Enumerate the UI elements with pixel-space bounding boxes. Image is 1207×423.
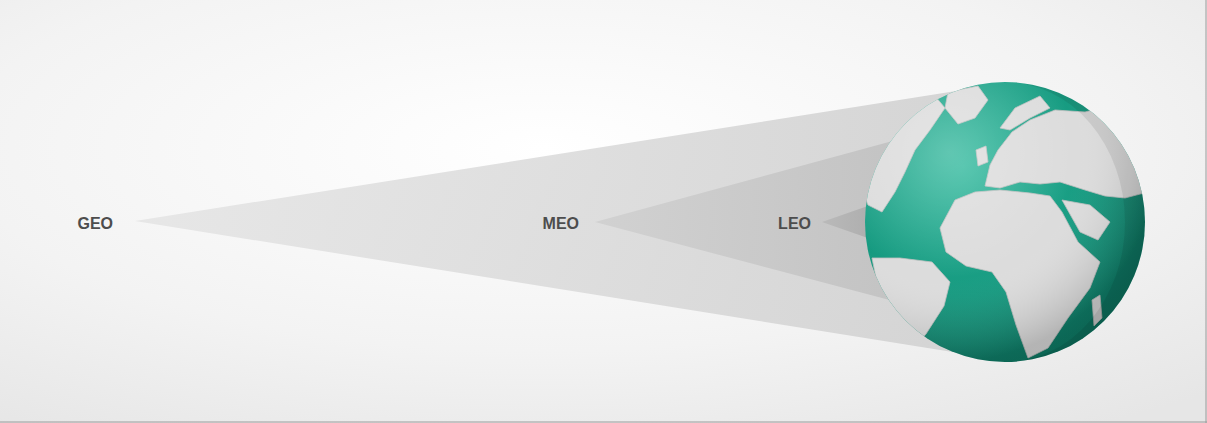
frame-line [0, 422, 1207, 423]
frame-line [1206, 0, 1207, 423]
geo-beam [135, 88, 975, 354]
orbit-label: MEO [543, 215, 579, 233]
orbit-label: GEO [77, 215, 113, 233]
globe [858, 82, 1150, 362]
orbit-label: LEO [778, 215, 811, 233]
